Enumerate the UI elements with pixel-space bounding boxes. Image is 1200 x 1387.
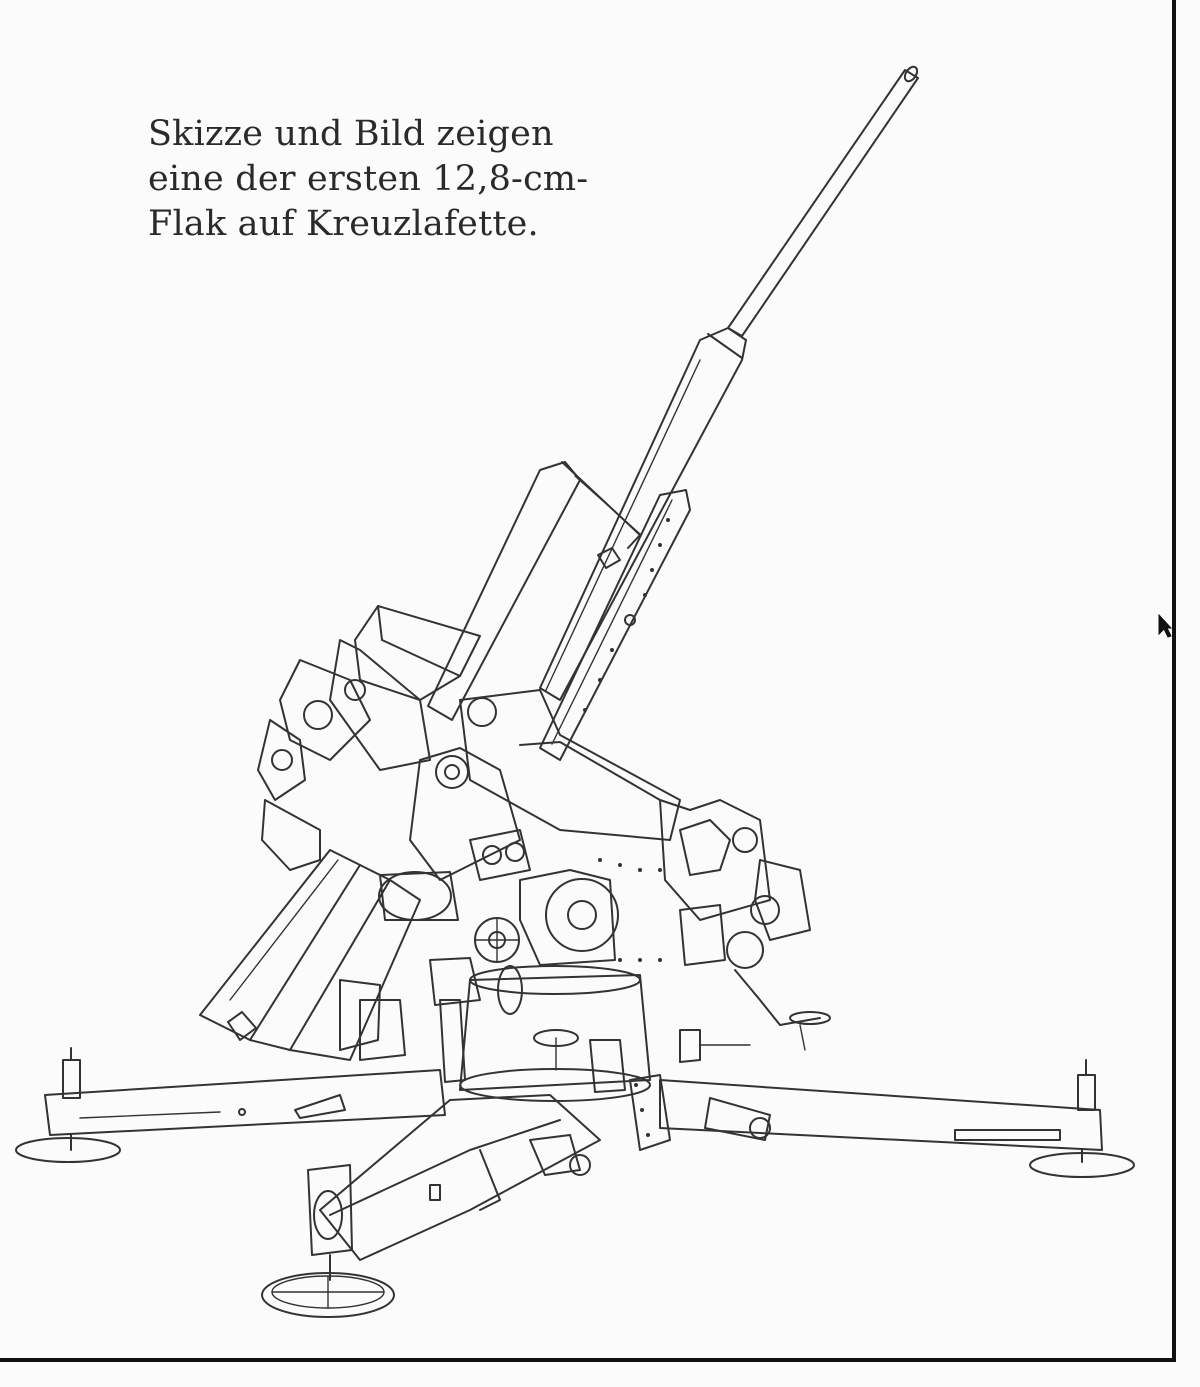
sighting-instruments bbox=[378, 829, 780, 1015]
loading-tray bbox=[199, 849, 421, 1061]
caption-line-2: eine der ersten 12,8-cm- bbox=[148, 159, 589, 199]
caption-line-1: Skizze und Bild zeigen bbox=[148, 114, 554, 154]
pedestal bbox=[439, 965, 831, 1102]
breech-block bbox=[257, 605, 481, 871]
leveling-feet bbox=[15, 1047, 1135, 1318]
mouse-cursor-icon bbox=[1158, 614, 1172, 638]
gun-barrel bbox=[539, 65, 919, 701]
page-frame-bottom bbox=[0, 1358, 1176, 1362]
caption-line-3: Flak auf Kreuzlafette. bbox=[148, 204, 539, 244]
caption: Skizze und Bild zeigen eine der ersten 1… bbox=[148, 112, 588, 247]
page-frame-right bbox=[1172, 0, 1176, 1362]
upper-carriage bbox=[409, 689, 811, 941]
recuperator bbox=[427, 461, 691, 761]
cruciform-platform bbox=[44, 1069, 1103, 1261]
